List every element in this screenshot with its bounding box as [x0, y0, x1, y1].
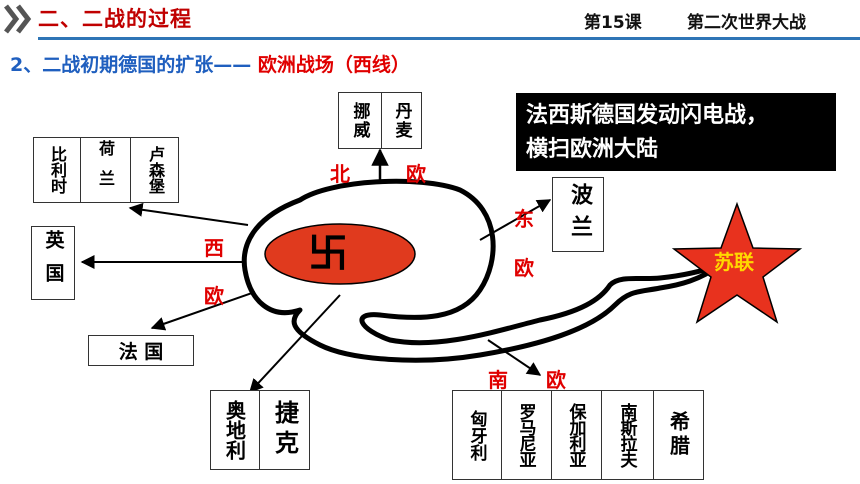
- blitzkrieg-callout: 法西斯德国发动闪电战， 横扫欧洲大陆: [516, 93, 836, 171]
- header: 二、二战的过程 第15课 第二次世界大战: [0, 0, 860, 40]
- label-poland: 波兰: [567, 182, 592, 247]
- dir-north: 北: [330, 162, 350, 186]
- dir-west-eu: 欧: [204, 284, 224, 308]
- label-bulgaria: 保加利亚: [551, 391, 602, 479]
- dir-south: 南: [488, 368, 508, 392]
- dir-east: 东: [514, 207, 534, 231]
- dir-north-eu: 欧: [406, 162, 426, 186]
- label-denmark: 丹麦: [391, 101, 412, 140]
- arrow-south: [249, 294, 341, 394]
- expansion-boundary: [241, 178, 723, 363]
- soviet-star: [671, 201, 803, 324]
- dir-south-eu: 欧: [546, 368, 566, 392]
- subtitle-prefix: 2、二战初期德国的扩张——: [10, 54, 252, 76]
- box-britain: 英国: [31, 226, 75, 300]
- label-belgium: 比利时: [34, 138, 81, 202]
- label-soviet: 苏联: [714, 250, 754, 274]
- lesson-title: 第二次世界大战: [687, 13, 806, 33]
- label-britain: 英国: [42, 230, 65, 296]
- germany-core: [264, 223, 416, 285]
- box-benelux: 比利时 荷兰 卢森堡: [33, 137, 179, 203]
- label-france: 法 国: [118, 341, 164, 363]
- box-france: 法 国: [88, 335, 194, 366]
- label-hungary: 匈牙利: [453, 391, 502, 479]
- lesson-number: 第15课: [584, 13, 642, 33]
- arrow-northwest: [128, 202, 249, 226]
- label-austria: 奥地利: [211, 391, 260, 469]
- dir-west: 西: [204, 236, 224, 260]
- arrow-southeast: [487, 339, 542, 376]
- label-netherlands: 荷兰: [80, 138, 131, 202]
- box-poland: 波兰: [552, 177, 604, 252]
- double-chevron-icon: [4, 4, 32, 34]
- callout-line-2: 横扫欧洲大陆: [526, 137, 659, 162]
- arrow-southwest: [150, 291, 256, 331]
- box-balkans: 匈牙利 罗马尼亚 保加利亚 南斯拉夫 希腊: [452, 390, 704, 480]
- label-norway: 挪威: [339, 93, 382, 148]
- label-romania: 罗马尼亚: [501, 391, 552, 479]
- arrow-east: [479, 199, 552, 241]
- box-north: 挪威 丹麦: [338, 92, 422, 149]
- callout-line-1: 法西斯德国发动闪电战，: [526, 103, 769, 128]
- box-austria-czech: 奥地利 捷克: [210, 390, 310, 470]
- header-divider: [38, 37, 860, 40]
- label-yugoslavia: 南斯拉夫: [601, 391, 654, 479]
- label-czech: 捷克: [270, 400, 299, 460]
- section-title: 二、二战的过程: [38, 7, 192, 31]
- nazi-symbol: 卐: [308, 231, 348, 277]
- dir-east-eu: 欧: [514, 256, 534, 280]
- subtitle-suffix: 欧洲战场（西线）: [257, 54, 410, 76]
- label-greece: 希腊: [666, 411, 691, 459]
- page-subtitle: 2、二战初期德国的扩张—— 欧洲战场（西线）: [10, 50, 410, 77]
- label-luxembourg: 卢森堡: [146, 146, 165, 194]
